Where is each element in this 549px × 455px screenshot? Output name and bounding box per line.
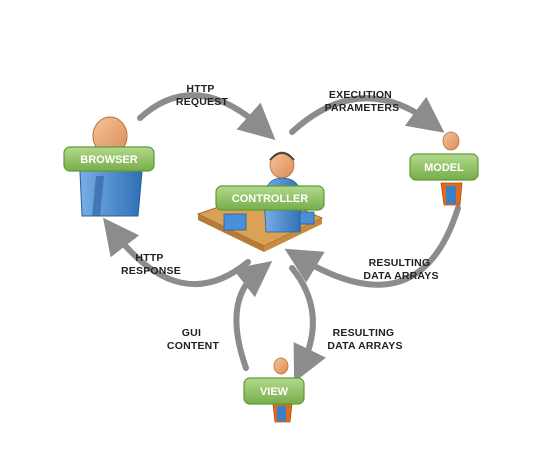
model-label: MODEL xyxy=(424,162,464,174)
controller-node[interactable]: CONTROLLER xyxy=(215,185,325,211)
caption-resulting-view: RESULTING DATA ARRAYS xyxy=(327,327,402,352)
arrow-gui-content xyxy=(232,260,273,371)
caption-gui-content: GUI CONTENT xyxy=(167,327,220,352)
browser-node[interactable]: BROWSER xyxy=(63,146,155,172)
arrow-resulting-model xyxy=(284,205,461,288)
view-worker-figure xyxy=(272,357,293,423)
arrow-http-request xyxy=(137,92,276,141)
caption-resulting-model: RESULTING DATA ARRAYS xyxy=(363,257,438,282)
caption-execution-parameters: EXECUTION PARAMETERS xyxy=(325,89,400,114)
model-node[interactable]: MODEL xyxy=(409,153,479,181)
arrow-http-response xyxy=(103,217,251,287)
browser-label: BROWSER xyxy=(80,154,138,166)
controller-label: CONTROLLER xyxy=(232,193,308,205)
view-label: VIEW xyxy=(260,386,289,398)
caption-http-request: HTTP REQUEST xyxy=(176,83,229,108)
arrow-resulting-view xyxy=(289,265,327,383)
arrow-execution-parameters xyxy=(289,95,445,135)
model-worker-figure xyxy=(440,131,463,206)
caption-http-response: HTTP RESPONSE xyxy=(121,252,181,277)
view-node[interactable]: VIEW xyxy=(243,377,305,405)
